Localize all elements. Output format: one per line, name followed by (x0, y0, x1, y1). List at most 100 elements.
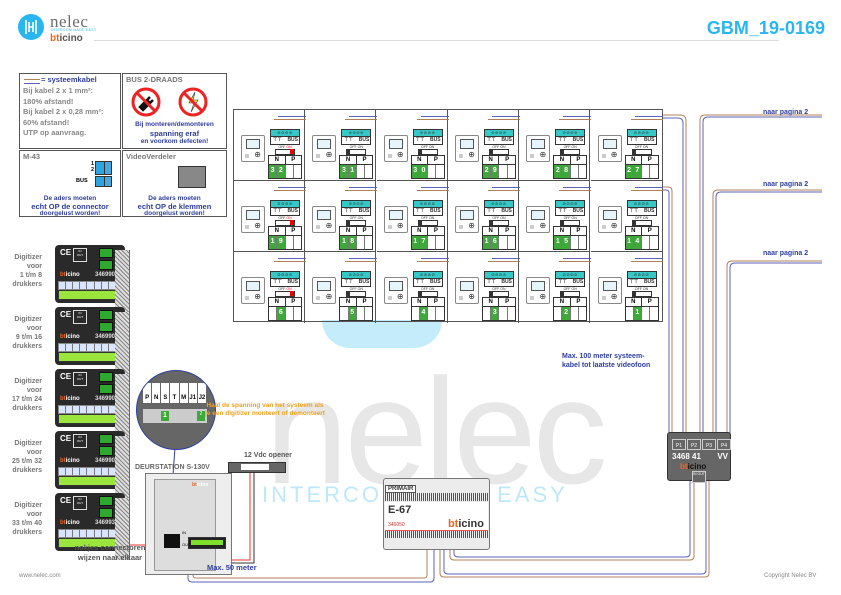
digitizer-brand: bticino (60, 520, 80, 526)
col-p: P (647, 157, 652, 163)
address-digit: 3 (340, 165, 349, 178)
videophone-monitor-icon: ⊕ (383, 206, 408, 233)
col-n: N (412, 156, 429, 164)
footer-copyright: Copyright Nelec BV (764, 573, 817, 579)
termination-switch[interactable]: OFF ON (630, 216, 654, 226)
col-p: P (362, 228, 367, 234)
address-digit-empty (499, 165, 508, 178)
partner-logo-suffix: icino (59, 33, 83, 44)
vv-note-1: De aders moeten (148, 195, 201, 202)
videophone-monitor-icon: ⊕ (241, 135, 265, 162)
termination-switch[interactable]: OFF ON (416, 216, 440, 226)
termination-switch[interactable]: OFF ON (273, 216, 297, 226)
address-digit-empty (436, 236, 443, 249)
page-link-1[interactable]: naar pagina 2 (763, 109, 809, 116)
page-link-3[interactable]: naar pagina 2 (763, 250, 809, 257)
termination-switch[interactable]: OFF ON (487, 216, 511, 226)
vv-code: 3468 41 (672, 452, 701, 461)
ribbon-connector-out (99, 508, 113, 518)
address-digit: 1 (348, 165, 357, 178)
col-p: P (291, 228, 296, 234)
bus-wire-blue (278, 258, 306, 259)
ds-in-label: IN (182, 530, 186, 535)
termination-switch[interactable]: OFF ON (344, 287, 368, 297)
termination-switch[interactable]: OFF ON (487, 145, 511, 155)
connector-note-line: nokjes connectoren (74, 543, 146, 552)
address-digit-empty (508, 165, 515, 178)
vv-brand: bticino (680, 462, 707, 471)
bus-wire-brown (487, 119, 520, 120)
digitizer-label-line: voor (26, 449, 42, 456)
switch-off-label: OFF (492, 145, 500, 149)
address-digit-empty (294, 165, 301, 178)
termination-switch[interactable]: OFF ON (273, 145, 297, 155)
switch-on-label: ON (571, 216, 577, 220)
bus-label: BUS (358, 208, 370, 214)
address-digit-empty (508, 236, 515, 249)
termination-switch[interactable]: OFF ON (630, 287, 654, 297)
bus-wire-blue (420, 116, 449, 117)
vv-note-2: echt OP de klemmen (137, 202, 212, 211)
ribbon-connector-in (99, 496, 113, 506)
bus-wire-brown (416, 261, 449, 262)
termination-switch[interactable]: OFF ON (416, 145, 440, 155)
bus-wire-blue (563, 187, 592, 188)
switch-on-label: ON (500, 287, 506, 291)
digitizer-label-line: drukkers (12, 405, 42, 412)
termination-switch[interactable]: OFF ON (416, 287, 440, 297)
address-digit: 7 (419, 236, 429, 249)
switch-on-label: ON (500, 216, 506, 220)
termination-switch[interactable]: OFF ON (558, 145, 582, 155)
address-digit: 1 (340, 236, 349, 249)
digitizer-label-line: drukkers (12, 529, 42, 536)
address-digit-empty (579, 236, 586, 249)
ribbon-connector-out (99, 446, 113, 456)
videophone-monitor-icon: ⊕ (383, 277, 408, 304)
no-plug-icon (131, 87, 161, 117)
bus-terminal: ⊘⊘⊘⊘⊤⊤BUS (341, 200, 372, 216)
bus-note-3: en voorkom defecten! (140, 138, 209, 145)
bus-wire-blue (491, 187, 520, 188)
bus-terminal: ⊘⊘⊘⊘⊤⊤BUS (626, 129, 657, 145)
switch-off-label: OFF (563, 216, 571, 220)
bus-label: BUS (643, 279, 655, 285)
col-n: N (340, 156, 357, 164)
videophone-monitor-icon: ⊕ (454, 206, 479, 233)
termination-switch[interactable]: OFF ON (630, 145, 654, 155)
wire-grid-row1-blue (663, 117, 684, 440)
switch-off-label: OFF (349, 216, 357, 220)
termination-switch[interactable]: OFF ON (344, 216, 368, 226)
page-link-2[interactable]: naar pagina 2 (763, 181, 809, 188)
power-warning-note: Haal de spanning van het systeem als je … (205, 402, 325, 417)
digitizer-label-line: 17 t/m 24 (12, 396, 42, 403)
col-n: N (626, 156, 642, 164)
address-digit-empty (571, 307, 579, 320)
address-digit: 8 (348, 236, 357, 249)
termination-switch[interactable]: OFF ON (344, 145, 368, 155)
bus-wire-blue (278, 116, 306, 117)
max-100-line: Max. 100 meter systeem- (562, 353, 645, 360)
m43-label-2: 2 (90, 167, 94, 173)
termination-switch[interactable]: OFF ON (273, 287, 297, 297)
bus-wire-brown (559, 261, 592, 262)
wire-grid-row2-brown (663, 186, 673, 440)
switch-off-label: OFF (634, 287, 642, 291)
address-digit-empty (428, 236, 437, 249)
termination-switch[interactable]: OFF ON (558, 287, 582, 297)
termination-switch[interactable]: OFF ON (558, 216, 582, 226)
address-digit: 1 (411, 236, 420, 249)
switch-on-label: ON (428, 145, 435, 149)
bus-wire-blue (634, 116, 663, 117)
footer-website[interactable]: www.nelec.com (19, 573, 61, 579)
address-digit: 6 (491, 236, 500, 249)
termination-switch[interactable]: OFF ON (487, 287, 511, 297)
power-supply-e67: PRIMAIR E-67 346050 bticino (383, 478, 490, 550)
